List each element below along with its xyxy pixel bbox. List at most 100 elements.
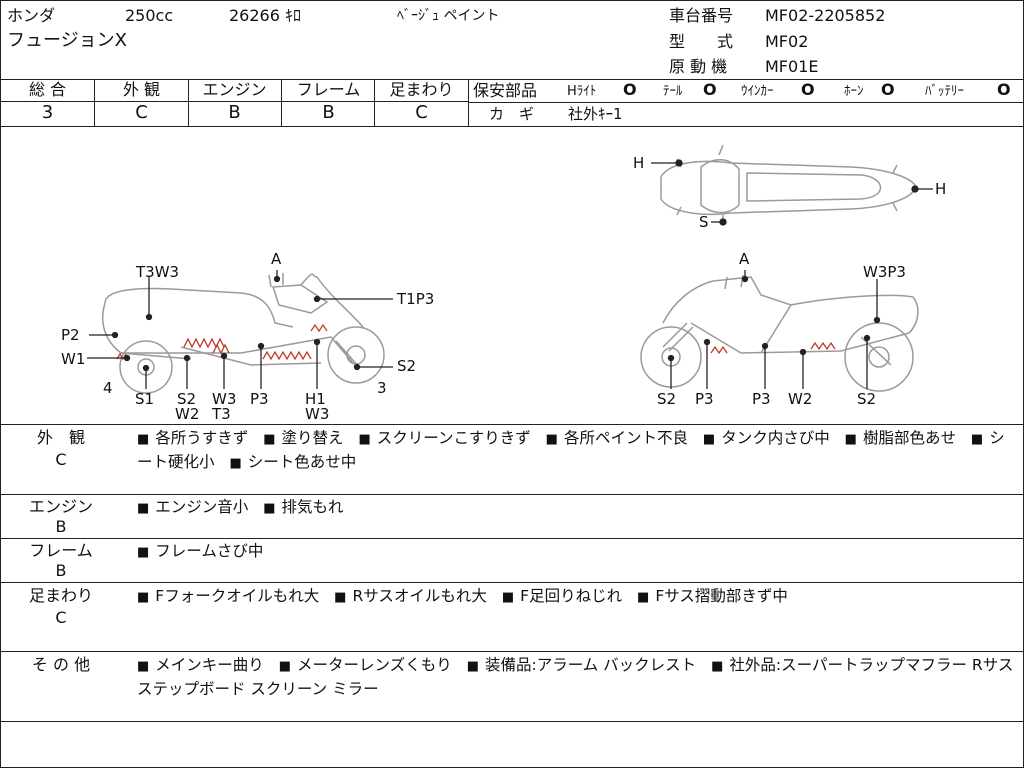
remark-item: ■ 樹脂部色あせ [845, 429, 956, 447]
remark-text: Fサス摺動部きず中 [655, 587, 788, 605]
grade-engine-value: B [228, 102, 241, 123]
key-label: カ ギ [489, 105, 535, 123]
bullet-square-icon: ■ [844, 432, 857, 447]
bullet-square-icon: ■ [711, 659, 724, 674]
remark-item: ■Fフォークオイルもれ大 [137, 587, 319, 605]
remark-item: ■各所ペイント不良 [546, 429, 688, 447]
section-exterior-title: 外 観 [36, 428, 85, 447]
bullet-square-icon: ■ [229, 456, 242, 471]
remark-item: ■各所うすきず [137, 429, 248, 447]
divider [1, 126, 1023, 127]
divider [468, 102, 1023, 103]
maker: ホンダ [7, 6, 56, 25]
bullet-square-icon: ■ [263, 501, 276, 516]
diagram-label: H1 [305, 390, 326, 408]
diagram-label: H [633, 154, 645, 172]
diagram-label: S2 [857, 390, 877, 408]
bullet-square-icon: ■ [501, 590, 515, 605]
diagram-label: W2 [175, 405, 200, 423]
grade-exterior-value: C [135, 102, 148, 123]
diagram-label: A [739, 250, 750, 268]
section-engine-grade: B [55, 517, 67, 536]
bullet-square-icon: ■ [545, 432, 558, 447]
divider [1, 424, 1023, 425]
diagram-label: P3 [695, 390, 714, 408]
divider [1, 651, 1023, 652]
remark-text: Rサスオイルもれ大 [352, 587, 487, 605]
safety-battery: ﾊﾞｯﾃﾘｰ [925, 84, 964, 99]
remark-text: エンジン音小 [155, 498, 249, 516]
divider [468, 79, 469, 126]
remark-item: ■ Fサス摺動部きず中 [637, 587, 788, 605]
remark-item: ■Rサスオイルもれ大 [334, 587, 487, 605]
remark-text: タンク内さび中 [721, 429, 830, 447]
diagram-label: T1P3 [397, 290, 435, 308]
grade-frame-value: B [322, 102, 335, 123]
diagram-label: S2 [397, 357, 417, 375]
frame-no-label: 車台番号 [669, 6, 734, 25]
engine-label: 原 動 機 [669, 57, 728, 76]
safety-horn-mark: O [881, 80, 895, 99]
safety-horn: ﾎｰﾝ [844, 84, 864, 99]
motorcycle-diagram [87, 144, 933, 394]
bullet-square-icon: ■ [702, 432, 716, 447]
safety-battery-mark: O [997, 80, 1011, 99]
section-exterior-grade: C [55, 450, 67, 469]
divider [188, 79, 189, 126]
safety-winker-mark: O [801, 80, 815, 99]
section-suspension-title: 足まわり [28, 586, 93, 605]
diagram-label: P3 [752, 390, 771, 408]
section-other-notes: ■メインキー曲り ■メーターレンズくもり ■装備品:アラーム バックレスト ■社… [137, 654, 1017, 700]
bullet-square-icon: ■ [263, 432, 276, 447]
section-frame-notes: ■フレームさび中 [137, 540, 1017, 564]
divider [374, 79, 375, 126]
color-paint: ﾍﾞｰｼﾞｭ ペイント [397, 8, 500, 24]
frame-no-value: MF02-2205852 [765, 6, 886, 25]
diagram-label: W3 [212, 390, 237, 408]
grade-suspension-label: 足まわり [389, 80, 454, 99]
diagram-label: S2 [177, 390, 197, 408]
diagram-label: P2 [61, 326, 80, 344]
type-value: MF02 [765, 32, 809, 51]
grade-exterior-label: 外 観 [122, 80, 161, 99]
diagram-label: T3W3 [136, 263, 180, 281]
grade-frame-label: フレーム [296, 80, 361, 99]
divider [94, 79, 95, 126]
remark-item: ■シート硬化小 [137, 429, 1005, 471]
remark-text: スクリーンこすりきず [376, 429, 531, 447]
safety-label: 保安部品 [473, 81, 538, 100]
divider [1, 582, 1023, 583]
diagram-label: 4 [103, 379, 113, 397]
remark-text: メーターレンズくもり [297, 656, 452, 674]
divider [1, 101, 468, 102]
displacement: 250cc [125, 6, 174, 25]
remark-item: ■ メーターレンズくもり [279, 656, 452, 674]
remark-item: ■エンジン音小 [137, 498, 248, 516]
diagram-label: H [935, 180, 947, 198]
remark-item: ■装備品:アラーム バックレスト [467, 656, 696, 674]
divider [1, 79, 1023, 80]
remark-text: 排気もれ [281, 498, 344, 516]
remark-item: ■ 排気もれ [263, 498, 343, 516]
diagram-label: S2 [657, 390, 677, 408]
bullet-square-icon: ■ [278, 659, 292, 674]
bullet-square-icon: ■ [637, 590, 650, 605]
grade-overall-value: 3 [41, 102, 54, 123]
bullet-square-icon: ■ [137, 432, 150, 447]
section-frame-grade: B [55, 561, 67, 580]
remark-text: シート色あせ中 [247, 453, 357, 471]
section-frame-title: フレーム [29, 541, 93, 560]
divider [281, 79, 282, 126]
remark-text: 樹脂部色あせ [862, 429, 956, 447]
section-suspension-notes: ■Fフォークオイルもれ大 ■Rサスオイルもれ大 ■F足回りねじれ ■Fサス摺動部… [137, 585, 1017, 609]
section-engine-title: エンジン [28, 497, 93, 516]
remark-text: 装備品:アラーム バックレスト [484, 656, 697, 674]
remark-text: 塗り替え [281, 429, 344, 447]
diagram-label: T3 [212, 405, 231, 423]
diagram-label: 3 [377, 379, 387, 397]
bullet-square-icon: ■ [358, 432, 371, 447]
grade-engine-label: エンジン [202, 80, 267, 99]
grade-suspension-value: C [415, 102, 428, 123]
safety-tail: ﾃｰﾙ [663, 84, 683, 99]
